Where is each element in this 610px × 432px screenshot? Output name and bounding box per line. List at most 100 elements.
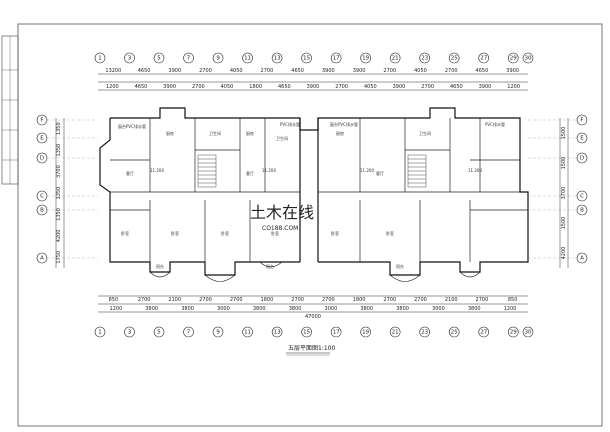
axis-bubble-top: 1	[94, 52, 106, 64]
watermark: 土木在线	[250, 203, 314, 222]
room-label: 阳台	[156, 263, 164, 269]
axis-bubble-right: A	[576, 252, 588, 264]
dim-text-top-inner: 2700	[335, 84, 348, 90]
dim-text-left: 1350	[56, 122, 62, 135]
sheet-frame	[17, 23, 603, 427]
dim-text-top-outer: 13200	[105, 68, 121, 74]
dim-text-bottom-2: 3800	[396, 306, 409, 312]
note-4: PVC排水管	[485, 121, 505, 127]
svg-text:C: C	[40, 193, 44, 199]
dim-text-bottom-2: 3800	[289, 306, 302, 312]
axis-bubble-top: 5	[153, 52, 165, 64]
dim-text-bottom-1: 850	[109, 297, 119, 303]
axis-bubble-top: 19	[360, 52, 371, 64]
axis-bubble-right: E	[576, 132, 588, 144]
dim-text-bottom-1: 850	[508, 297, 518, 303]
dim-text-top-inner: 3900	[393, 84, 406, 90]
svg-text:9: 9	[216, 329, 220, 335]
dim-text-bottom-1: 2700	[138, 297, 151, 303]
room-label: 卧室	[121, 230, 129, 236]
svg-text:1: 1	[98, 329, 102, 335]
svg-text:11: 11	[244, 329, 251, 335]
svg-text:15: 15	[303, 329, 310, 335]
dim-text-top-outer: 2700	[383, 68, 396, 74]
axis-bubble-top: 7	[183, 52, 194, 64]
axis-bubble-bottom: 11	[242, 326, 253, 338]
dim-text-top-outer: 3900	[168, 68, 181, 74]
room-label: 卧室	[386, 230, 394, 236]
dim-lines-bottom	[98, 295, 528, 313]
svg-text:B: B	[580, 207, 584, 213]
dim-text-right: 4200	[561, 247, 567, 260]
svg-text:A: A	[40, 255, 44, 261]
dim-text-bottom-1: 2700	[291, 297, 304, 303]
svg-text:29: 29	[510, 55, 517, 61]
dim-text-top-outer: 2700	[445, 68, 458, 74]
axis-bubble-left: D	[36, 152, 48, 164]
dim-text-bottom-1: 2100	[445, 297, 458, 303]
dim-text-left: 1350	[56, 187, 62, 200]
dim-text-right: 3700	[561, 187, 567, 200]
axis-bubble-right: D	[576, 152, 588, 164]
dim-text-left: 1350	[56, 144, 62, 157]
svg-text:A: A	[580, 255, 584, 261]
svg-text:19: 19	[362, 55, 369, 61]
dim-text-top-inner: 4050	[364, 84, 377, 90]
svg-text:3: 3	[128, 55, 132, 61]
note-3: 窗台PVC排水管	[330, 121, 358, 127]
axis-bubble-top: 30	[522, 52, 534, 64]
axis-bubble-top: 25	[448, 52, 460, 64]
axis-bubble-top: 11	[242, 52, 253, 64]
dim-text-top-inner: 3900	[479, 84, 492, 90]
svg-text:F: F	[40, 117, 43, 123]
dim-text-left: 4200	[56, 229, 62, 242]
svg-text:7: 7	[187, 55, 191, 61]
note-2: PVC排水管	[280, 121, 300, 127]
axis-bubbles-left: F ED C B A	[36, 114, 98, 264]
building-walls	[99, 107, 529, 276]
room-label: 客厅	[376, 170, 384, 176]
room-label: 厨房	[336, 130, 344, 136]
dim-text-top-inner: 3900	[163, 84, 176, 90]
dim-text-top-inner: 2700	[421, 84, 434, 90]
svg-text:B: B	[40, 207, 44, 213]
axis-bubble-bottom: 13	[271, 326, 283, 338]
axis-bubble-bottom: 23	[419, 326, 430, 338]
dim-text-bottom-2: 1200	[110, 306, 123, 312]
dim-text-top-inner: 1200	[106, 84, 119, 90]
dim-text-top-outer: 3900	[506, 68, 519, 74]
svg-text:27: 27	[480, 329, 487, 335]
dim-text-top-inner: 1800	[249, 84, 262, 90]
axis-bubble-left: E	[36, 132, 48, 144]
axis-bubble-bottom: 19	[360, 326, 371, 338]
room-label: 卧室	[331, 230, 339, 236]
room-label: 卫生间	[419, 130, 431, 136]
dim-text-top-inner: 4650	[135, 84, 148, 90]
axis-bubble-bottom: 27	[478, 326, 490, 338]
elevation-1: 11.200	[150, 168, 164, 173]
svg-text:E: E	[580, 135, 584, 141]
note-1: 窗台PVC排水管	[118, 123, 146, 129]
svg-text:15: 15	[303, 55, 310, 61]
svg-text:25: 25	[451, 329, 458, 335]
axis-bubble-bottom: 5	[153, 326, 165, 338]
svg-text:5: 5	[157, 329, 161, 335]
dim-text-bottom-1: 2700	[383, 297, 396, 303]
balconies	[149, 261, 481, 282]
axis-bubble-left: B	[36, 204, 48, 216]
dim-text-bottom-1: 1800	[261, 297, 274, 303]
elevation-4: 11.200	[468, 168, 482, 173]
dim-text-top-outer: 4650	[291, 68, 304, 74]
dim-text-top-inner: 1200	[507, 84, 520, 90]
dim-text-bottom-2: 3800	[145, 306, 158, 312]
room-label: 卧室	[171, 230, 179, 236]
svg-text:30: 30	[525, 55, 532, 61]
dim-text-top-outer: 4050	[230, 68, 243, 74]
dim-lines-top	[98, 73, 528, 91]
dim-text-total: 47000	[305, 314, 321, 320]
svg-text:5: 5	[157, 55, 161, 61]
dim-text-top-inner: 4650	[278, 84, 291, 90]
axis-bubble-bottom: 9	[212, 326, 224, 338]
